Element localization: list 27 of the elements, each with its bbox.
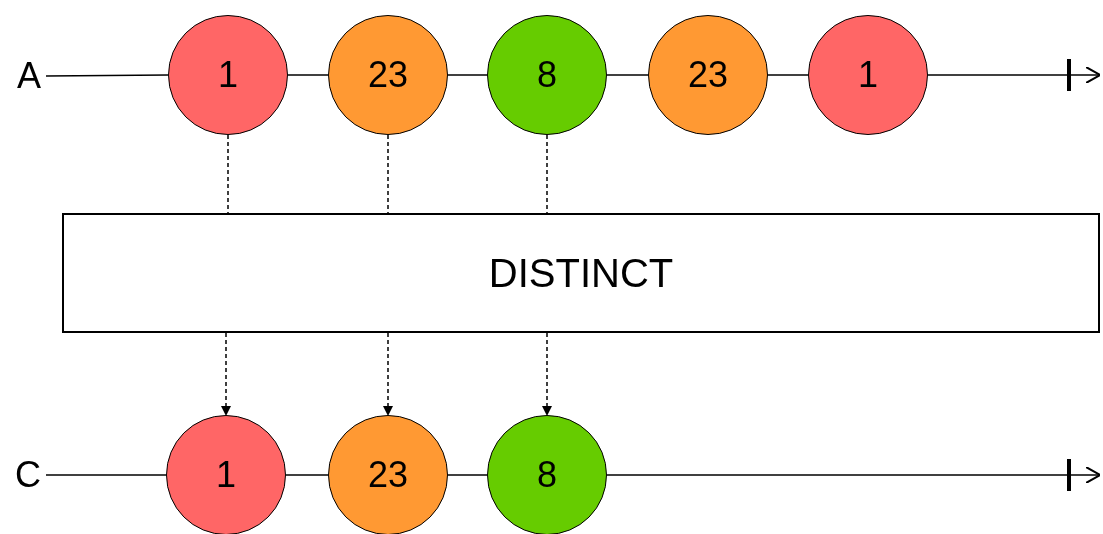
timeline-line: [447, 474, 488, 476]
marble: 23: [648, 15, 768, 135]
dashed-arrow: [221, 332, 231, 416]
dashed-arrow: [383, 332, 393, 416]
timeline-line: [45, 74, 169, 77]
timeline-line: [287, 74, 329, 76]
timeline-line: [285, 474, 329, 476]
timeline-line: [606, 74, 649, 76]
timeline-line: [45, 474, 167, 476]
marble: 1: [168, 15, 288, 135]
timeline-line: [767, 74, 809, 76]
marble: 23: [328, 415, 448, 534]
stream-label: C: [10, 454, 46, 496]
marble: 8: [487, 415, 607, 534]
dashed-arrow: [542, 332, 552, 416]
timeline-arrow: [927, 66, 1101, 84]
marble: 1: [166, 415, 286, 534]
marble: 8: [487, 15, 607, 135]
stream-label: A: [12, 55, 46, 97]
timeline-line: [447, 74, 488, 76]
timeline-arrow: [606, 466, 1101, 484]
marble: 23: [328, 15, 448, 135]
marble: 1: [808, 15, 928, 135]
dashed-line: [227, 134, 229, 214]
dashed-line: [546, 134, 548, 214]
operator-box: DISTINCT: [62, 213, 1100, 333]
dashed-line: [387, 134, 389, 214]
